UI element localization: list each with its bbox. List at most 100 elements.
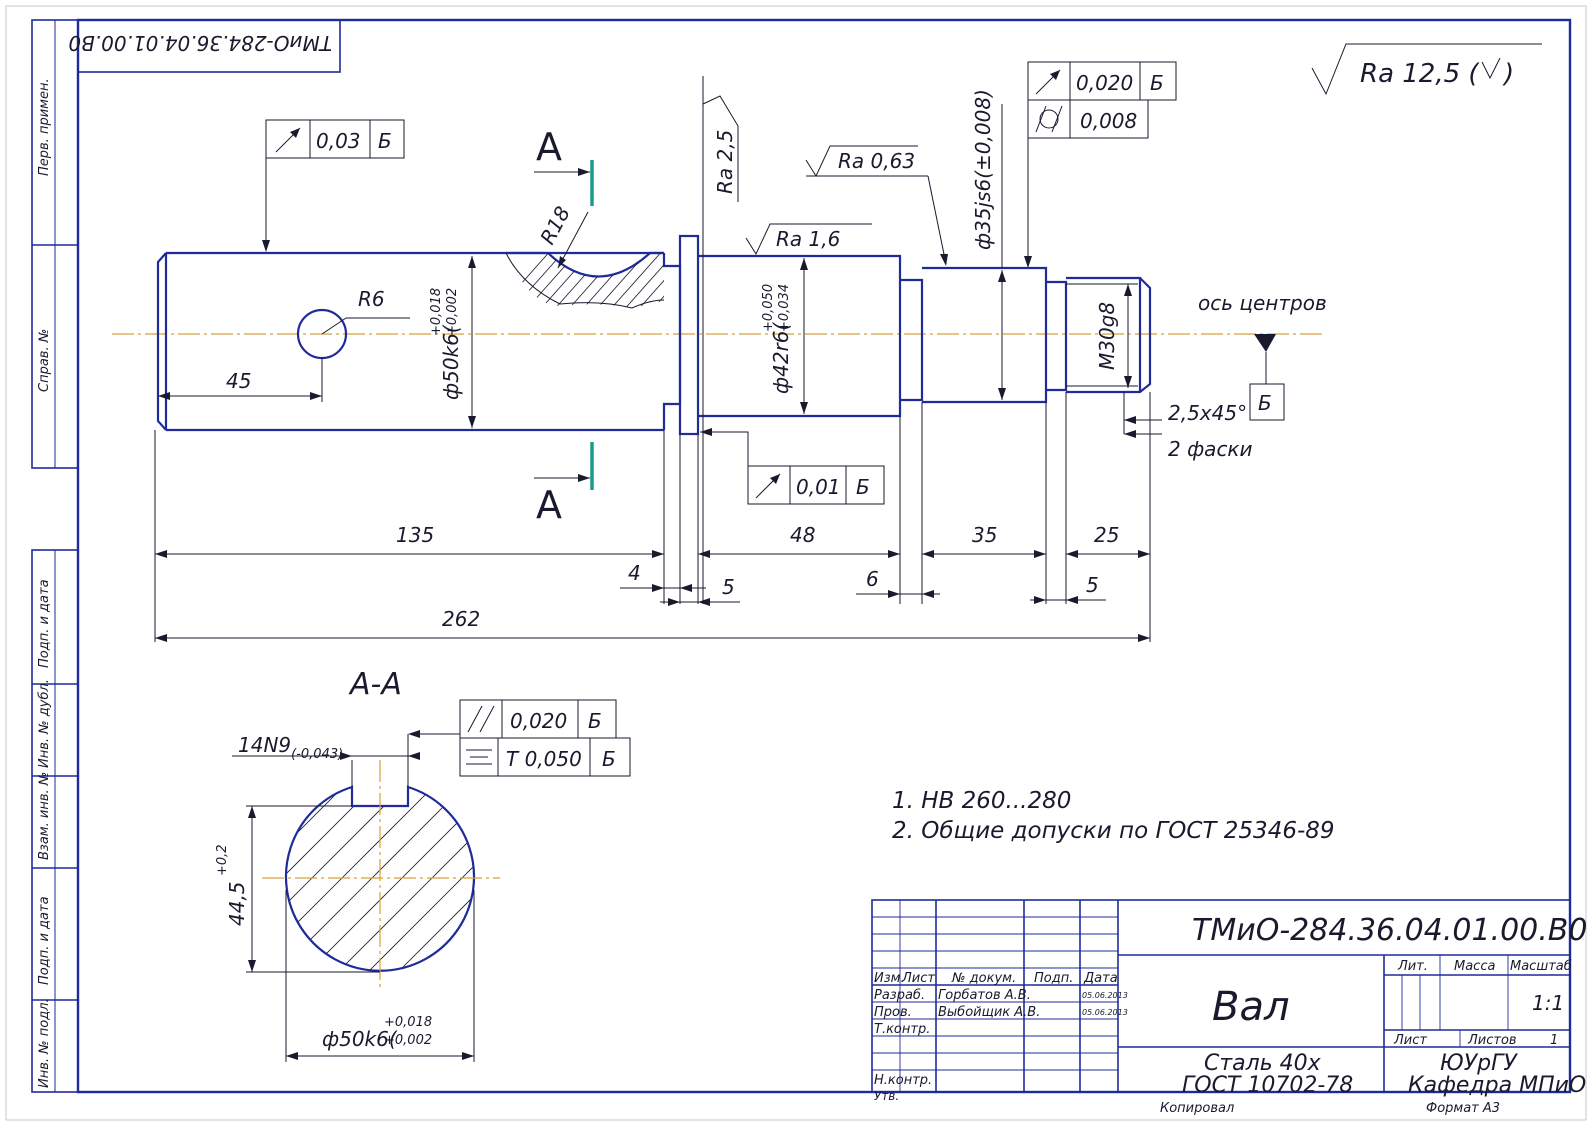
datum-b: ось центров Б <box>1198 291 1327 421</box>
tb-role-prov: Пров. <box>874 1005 912 1020</box>
side-stamp-podp1: Подп. и дата <box>37 579 52 668</box>
section-letter-top: А <box>536 125 562 169</box>
title-block: Изм. Лист № докум. Подп. Дата Разраб. Го… <box>871 899 1587 1116</box>
mirrored-drawing-number: ТМиО-284.36.04.01.00.В0 <box>68 31 332 55</box>
dim-d-left-tol-bot: +0,002 <box>445 288 460 336</box>
runout-frame-flange: 0,01 Б <box>700 428 885 505</box>
svg-text:+0,034: +0,034 <box>777 284 792 332</box>
roughness-16: Ra 1,6 <box>776 227 840 251</box>
general-roughness-label: Ra 12,5 ( <box>1360 59 1480 89</box>
dim-d-mid-tol-top: +0,050 <box>761 284 776 332</box>
svg-text:): ) <box>1502 59 1514 89</box>
tb-header-sign: Подп. <box>1034 971 1073 986</box>
tb-role-utv: Утв. <box>874 1089 899 1103</box>
diameter-dims: ф50k6( +0,018 +0,002 ф42r6( +0,050 +0,03… <box>429 89 1132 428</box>
tb-role-razrab: Разраб. <box>874 988 925 1003</box>
tb-scale-value: 1:1 <box>1532 991 1564 1015</box>
dim-len-25: 25 <box>1094 523 1119 547</box>
tol-symmetry-key: T 0,050 <box>506 747 582 771</box>
general-roughness: Ra 12,5 ( ) <box>1311 43 1542 96</box>
tol-runout-left-datum: Б <box>378 129 392 153</box>
dim-len-262: 262 <box>442 607 480 631</box>
bearing-tolerance-frames: 0,020 Б 0,008 <box>1024 61 1177 268</box>
tol-symmetry-key-datum: Б <box>602 747 616 771</box>
dim-key-width: 14N9(-0,043) <box>238 733 343 762</box>
tb-sheets-label: Листов <box>1467 1033 1517 1048</box>
section-letter-bottom: А <box>536 483 562 527</box>
dim-section-tol-top: +0,018 <box>384 1015 432 1030</box>
dim-d-mid-tol-bot: +0,034 <box>777 284 792 332</box>
svg-text:+0,050: +0,050 <box>761 284 776 332</box>
tb-material-1: Сталь 40х <box>1204 1051 1322 1076</box>
tb-material-2: ГОСТ 10702-78 <box>1182 1073 1353 1098</box>
tol-runout-flange-datum: Б <box>856 475 870 499</box>
dim-len-48: 48 <box>790 523 815 547</box>
dim-radius-groove: R18 <box>535 202 575 248</box>
dim-key-depth-tol: +0,2 <box>215 844 230 876</box>
copied-label: Копировал <box>1160 1101 1234 1116</box>
tol-runout-left: 0,03 <box>316 129 361 153</box>
dim-d-bearing: ф35js6(±0,008) <box>971 89 995 250</box>
section-title: А-А <box>348 667 402 702</box>
note-1: 1. HB 260...280 <box>892 788 1071 814</box>
dim-len-35: 35 <box>972 523 997 547</box>
tb-date-prov: 05.06.2013 <box>1082 1008 1128 1017</box>
roughness-25: Ra 2,5 <box>713 130 737 194</box>
chamfer-callout: 2,5x45° 2 фаски <box>1123 392 1253 461</box>
length-dims: 45 135 48 35 25 4 5 6 <box>154 358 1151 642</box>
tb-name-razrab: Горбатов А.В. <box>938 988 1031 1003</box>
datum-b-label: Б <box>1258 391 1272 415</box>
tb-drawing-number: ТМиО-284.36.04.01.00.В0 <box>1192 913 1587 948</box>
section-aa: А-А 14N9( <box>215 667 631 1062</box>
tb-header-doc: № докум. <box>951 971 1016 986</box>
dim-d-left-tol-top: +0,018 <box>429 288 444 336</box>
tb-header-list: Лист <box>901 971 935 986</box>
dim-len-45: 45 <box>226 369 251 393</box>
tb-role-tkontr: Т.контр. <box>874 1022 930 1037</box>
side-stamps: Перв. примен. Справ. № Подп. и дата Инв.… <box>37 78 52 1088</box>
dim-chamfer-note: 2 фаски <box>1168 437 1253 461</box>
mirrored-number-box: ТМиО-284.36.04.01.00.В0 <box>68 19 341 73</box>
dim-radius-hole: R6 <box>358 287 385 311</box>
dim-d-mid: ф42r6( <box>769 322 793 394</box>
tol-cylindricity: 0,008 <box>1080 109 1137 133</box>
tb-lit-label: Лит. <box>1397 959 1428 974</box>
dim-d-left: ф50k6( <box>439 324 463 400</box>
note-2: 2. Общие допуски по ГОСТ 25346-89 <box>892 818 1335 844</box>
runout-frame-left: 0,03 Б <box>262 119 405 252</box>
svg-text:+0,002: +0,002 <box>445 288 460 336</box>
dim-chamfer: 2,5x45° <box>1168 401 1247 425</box>
section-cut-marks: А А <box>534 125 594 527</box>
roughness-063: Ra 0,63 <box>838 149 915 173</box>
tb-sheets-value: 1 <box>1550 1033 1558 1048</box>
dim-section-tol-bot: +0,002 <box>384 1033 432 1048</box>
svg-text:+0,018: +0,018 <box>429 288 444 336</box>
tol-runout-bearing-datum: Б <box>1150 71 1164 95</box>
tol-runout-bearing: 0,020 <box>1076 71 1133 95</box>
dim-len-135: 135 <box>396 523 434 547</box>
dim-len-5a: 5 <box>722 575 735 599</box>
technical-notes: 1. HB 260...280 2. Общие допуски по ГОСТ… <box>892 788 1335 844</box>
roughness-marks: Ra 0,63 Ra 1,6 Ra 2,5 <box>702 76 948 604</box>
dim-section-d: ф50k6( <box>322 1027 398 1051</box>
side-stamp-inv-dubl: Инв. № дубл. <box>37 679 52 768</box>
side-stamp-vzam: Взам. инв. № <box>37 772 52 860</box>
dim-len-4: 4 <box>628 561 641 585</box>
side-stamp-perv: Перв. примен. <box>37 78 52 176</box>
tb-date-razrab: 05.06.2013 <box>1082 991 1128 1000</box>
tb-org-2: Кафедра МПиО <box>1408 1073 1586 1098</box>
tb-scale-label: Масштаб <box>1510 959 1572 974</box>
dim-len-5b: 5 <box>1086 573 1099 597</box>
tb-header-date: Дата <box>1083 971 1118 986</box>
tb-part-name: Вал <box>1212 984 1290 1030</box>
side-stamp-sprav: Справ. № <box>37 329 52 392</box>
dim-key-depth: 44,5 <box>225 881 249 926</box>
tol-parallel-key-datum: Б <box>588 709 602 733</box>
tb-name-prov: Выбойщик А.В. <box>938 1005 1040 1020</box>
side-stamp-inv-podl: Инв. № подл. <box>37 998 52 1088</box>
tb-mass-label: Масса <box>1454 959 1495 974</box>
format-label: Формат А3 <box>1426 1101 1500 1116</box>
side-stamp-podp2: Подп. и дата <box>37 896 52 985</box>
dim-thread: M30g8 <box>1095 302 1119 370</box>
